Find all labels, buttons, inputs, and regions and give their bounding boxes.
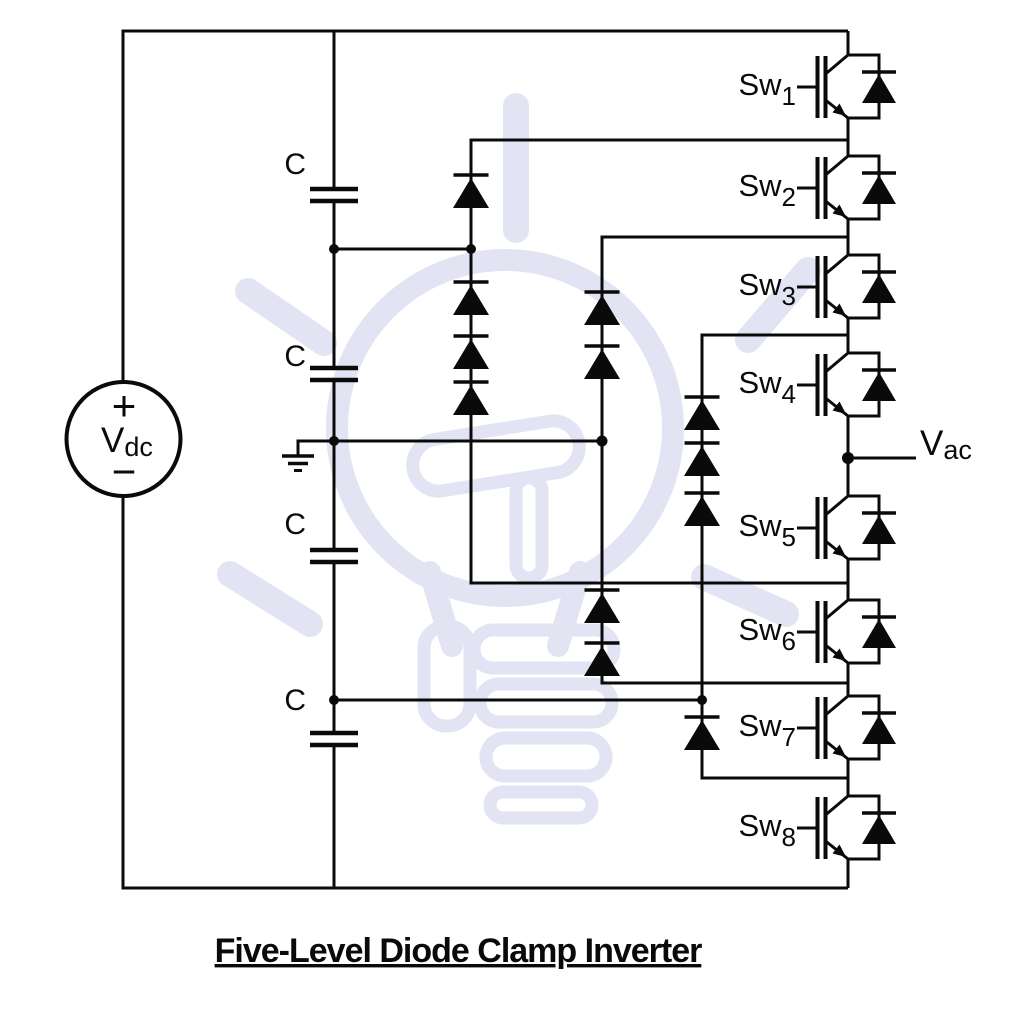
igbt-icon: [795, 494, 898, 561]
tap-line-neutral-wire: [296, 439, 602, 456]
junction-dot: [329, 695, 339, 705]
igbt-icon: [795, 154, 898, 221]
clamp-diode-icon: [451, 380, 491, 417]
igbt-icon: [795, 694, 898, 761]
bulb-fist-finger-icon: [467, 623, 621, 675]
bulb-ray-upper-left-icon: [235, 278, 337, 356]
switch-sw7: Sw7: [738, 694, 898, 761]
capacitor-bank: C C C C: [284, 148, 358, 745]
capacitor-c2: C: [284, 340, 358, 380]
switch-label-sw2: Sw2: [738, 168, 796, 212]
capacitor-label: C: [284, 148, 306, 181]
dc-bus-outer-wire: [121, 29, 848, 890]
junction-dot: [596, 435, 608, 447]
junction-dot: [697, 695, 707, 705]
igbt-icon: [795, 53, 898, 120]
ac-node-dot: [842, 452, 854, 464]
clamp-diode-icon: [451, 280, 491, 317]
switch-label-sw5: Sw5: [738, 508, 796, 552]
capacitor-label: C: [284, 684, 306, 717]
switch-sw6: Sw6: [738, 598, 898, 665]
clamp-diode-icon: [582, 588, 622, 625]
bulb-fist-wrist-icon: [417, 619, 477, 733]
clamp-diode-icon: [682, 491, 722, 528]
diagram-title: Five-Level Diode Clamp Inverter: [215, 932, 702, 970]
bulb-ray-lower-left-icon: [217, 561, 323, 637]
capacitor-c1: C: [284, 148, 358, 201]
ground-icon: [282, 454, 314, 472]
junction-dot: [466, 244, 476, 254]
switch-sw5: Sw5: [738, 494, 898, 561]
igbt-icon: [795, 794, 898, 861]
clamp-column-3-wire: [700, 333, 848, 780]
switch-label-sw7: Sw7: [738, 708, 796, 752]
clamp-diode-icon: [682, 395, 722, 432]
switch-sw2: Sw2: [738, 154, 898, 221]
ac-output-label: Vac: [920, 424, 972, 465]
clamp-diode-icon: [682, 441, 722, 478]
dc-source-minus: −: [112, 448, 137, 495]
clamp-diode-icon: [582, 344, 622, 381]
junction-dots: [329, 244, 854, 705]
dc-source-circle-icon: [64, 380, 183, 498]
capacitor-label: C: [284, 340, 306, 373]
bulb-ray-upper-right-icon: [735, 257, 821, 353]
junction-dot: [329, 244, 339, 254]
capacitor-c4: C: [284, 684, 358, 745]
junction-dot: [329, 436, 339, 446]
switch-sw1: Sw1: [738, 53, 898, 120]
igbt-icon: [795, 351, 898, 418]
capacitor-c3: C: [284, 508, 358, 562]
circuit-wiring: [121, 29, 916, 890]
switch-sw8: Sw8: [738, 794, 898, 861]
capacitor-label: C: [284, 508, 306, 541]
switch-label-sw1: Sw1: [738, 67, 796, 111]
clamp-diode-icon: [451, 334, 491, 371]
switch-label-sw4: Sw4: [738, 365, 796, 409]
switch-sw4: Sw4: [738, 351, 898, 418]
clamp-diode-icon: [451, 173, 491, 210]
dc-source-label: Vdc: [101, 421, 153, 462]
bulb-filament-thumb-icon: [406, 414, 586, 498]
bulb-filament-stem-icon: [509, 471, 549, 585]
switch-label-sw3: Sw3: [738, 267, 796, 311]
switch-sw3: Sw3: [738, 253, 898, 320]
watermark-lightbulb-logo: [217, 93, 821, 825]
bulb-fist-finger-icon: [473, 677, 619, 729]
clamp-diode-icon: [682, 715, 722, 752]
igbt-icon: [795, 598, 898, 665]
switch-label-sw6: Sw6: [738, 612, 796, 656]
dc-source: + Vdc −: [64, 380, 183, 498]
clamp-column-2-wire: [600, 235, 848, 685]
switch-chain: Sw1 Sw2 Sw3 Sw4 Sw5 Sw6 Sw7 Sw8: [738, 53, 898, 861]
bulb-fist-finger-icon: [479, 731, 613, 783]
bulb-glass-icon: [326, 249, 684, 607]
dc-source-plus: +: [112, 382, 137, 429]
bulb-fist-finger-icon: [483, 785, 599, 825]
switch-label-sw8: Sw8: [738, 808, 796, 852]
